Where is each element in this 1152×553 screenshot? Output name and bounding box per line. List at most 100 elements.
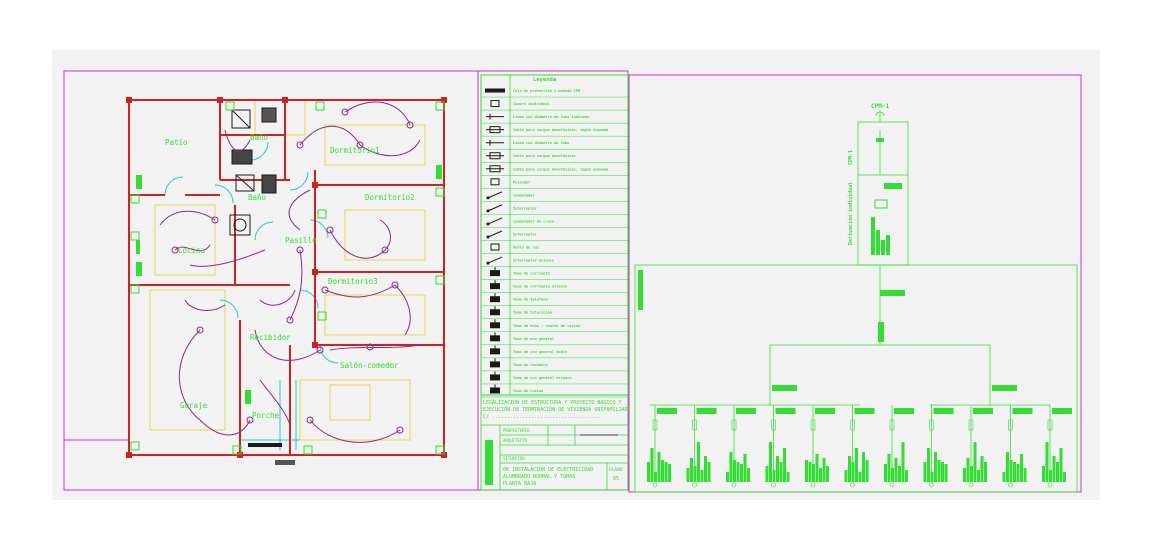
derivation-label: Derivación individual — [847, 182, 854, 245]
legend-row: Toma de televisión — [481, 306, 628, 319]
switch-icon — [486, 191, 503, 200]
cpm-side-label: CPM-1 — [848, 150, 854, 165]
room-label-pasillo: Pasillo — [285, 236, 317, 245]
room-label-recibidor: Recibidor — [250, 333, 291, 342]
legend-item-label: Conmutador de cruce — [513, 219, 555, 223]
circuit-branch — [884, 405, 914, 488]
socket-icon — [490, 384, 500, 394]
legend-row: Conmutador de cruce — [481, 217, 628, 228]
legend-item-label: Cable para cargas monofásicas, según esq… — [513, 167, 608, 171]
single-line-diagram: CPM-1 CPM-1 Derivación individual — [634, 103, 1078, 493]
circuit-branch — [963, 405, 993, 488]
circuit-branch — [765, 405, 796, 488]
junction-box-icon — [486, 165, 504, 173]
room-label-bano1: Baño — [250, 133, 269, 142]
socket-icon — [490, 358, 500, 368]
room-label-patio: Patio — [165, 138, 188, 147]
switch-icon — [486, 230, 503, 239]
legend-row: Conmutador — [481, 191, 628, 202]
legend-item-label: Interruptor — [513, 232, 538, 236]
switch-icon — [486, 217, 503, 226]
title-block — [480, 394, 629, 491]
circuit-branch — [805, 405, 835, 488]
junction-box-icon — [486, 126, 504, 134]
project-line-1: LEGALIZACIÓN DE ESTRUCTURA Y PROYECTO BÁ… — [483, 399, 621, 406]
owner-label: PROPIETARIO — [503, 428, 530, 433]
derivation-line-icon — [486, 139, 504, 146]
socket-icon — [490, 319, 500, 329]
legend-row: Interruptor estanco — [481, 256, 628, 267]
legend-row: Pulsador — [481, 178, 628, 189]
switch-icon — [486, 256, 503, 265]
legend-item-label: Toma de televisión — [513, 311, 552, 315]
room-label-porche: Porche — [252, 411, 280, 420]
drawing-title-1: 06 INSTALACIÓN DE ELECTRICIDAD — [503, 466, 593, 473]
legend-row: Interruptor — [481, 204, 628, 215]
legend-row: Toma de lavadora — [481, 358, 628, 372]
project-line-2: EJECUCIÓN DE TERMINACIÓN DE VIVIENDA UNI… — [483, 406, 628, 413]
legend-row: Toma de corriente estanca — [481, 280, 628, 293]
drawing-title-2: ALUMBRADO NORMAL Y TOMAS — [503, 474, 575, 480]
circuit-wiring — [159, 101, 421, 443]
legend-item-label: Toma de uso general — [513, 337, 554, 341]
socket-markers — [130, 101, 445, 455]
legend-row: Toma de uso general estanca — [481, 371, 628, 385]
socket-icon — [490, 267, 500, 277]
architect-label: ARQUITECTO — [503, 438, 528, 443]
cpm-label: CPM-1 — [871, 103, 889, 110]
circuit-branch — [923, 405, 954, 488]
legend-row: Cable para cargas monofásicas, según esq… — [481, 126, 628, 137]
socket-icon — [490, 280, 500, 290]
socket-icon — [490, 332, 500, 342]
circuit-branch — [686, 405, 717, 488]
main-line-icon — [485, 88, 505, 93]
sheet-label: PLANO — [609, 467, 623, 473]
legend-row: Línea con diámetro de tubo — [481, 139, 628, 150]
situation-label: SITUACIÓN — [503, 456, 525, 461]
legend-row: Interruptor — [481, 230, 628, 241]
project-line-3: C/ .................................... — [483, 414, 600, 420]
circuit-branch — [726, 405, 756, 488]
bathroom-fixtures — [229, 107, 277, 236]
legend-title: Leyenda — [533, 77, 556, 83]
legend-row: Caja de protección y medida CPM — [481, 88, 628, 98]
floor-plan: Patio Baño Baño Dormitorio1 Dormitorio2 … — [126, 97, 447, 465]
room-label-bano2: Baño — [248, 193, 267, 202]
legend-item-label: Toma de uso general estanca — [513, 376, 571, 380]
junction-box-icon — [486, 152, 504, 160]
legend-row: Toma de cocina — [481, 384, 628, 398]
legend-row: Toma de baño / cuarto de cocina — [481, 319, 628, 333]
sheet-number: 05 — [613, 476, 619, 482]
derivation-line-icon — [486, 113, 504, 120]
legend-row: Toma de corriente — [481, 267, 628, 280]
legend: Leyenda Caja de protección y medida CPM C… — [480, 74, 629, 398]
legend-row: Punto de luz — [481, 243, 628, 254]
legend-item-label: Toma de corriente — [513, 272, 551, 276]
legend-item-label: Cuadro individual — [513, 102, 550, 106]
legend-item-label: Conmutador — [513, 193, 535, 197]
wiring-symbols — [171, 108, 414, 434]
furniture — [149, 99, 426, 441]
legend-item-label: Toma de cocina — [513, 389, 543, 393]
legend-row: Toma de uso general — [481, 332, 628, 346]
drawing-title-3: PLANTA BAJA — [503, 481, 536, 487]
legend-row: Cuadro individual — [481, 100, 628, 111]
wall-posts — [126, 97, 447, 458]
socket-icon — [490, 371, 500, 381]
legend-item-label: Toma de baño / cuarto de cocina — [513, 324, 580, 328]
legend-item-label: Línea con diámetro de tubo — [513, 141, 569, 145]
legend-row: Toma de teléfono — [481, 293, 628, 306]
switch-icon — [486, 204, 503, 213]
legend-item-label: Toma de corriente estanca — [513, 285, 567, 289]
room-label-salon: Salón-comedor — [340, 361, 399, 370]
socket-icon — [490, 293, 500, 303]
switch-box-icon — [490, 100, 500, 108]
legend-row: Toma de uso general doble — [481, 345, 628, 359]
socket-icon — [490, 306, 500, 316]
circuit-branches — [647, 405, 1072, 488]
room-label-cocina: Cocina — [178, 246, 205, 255]
light-point-icon — [490, 243, 500, 251]
legend-item-label: Caja de protección y medida CPM — [513, 89, 581, 93]
pushbutton-icon — [490, 178, 500, 186]
